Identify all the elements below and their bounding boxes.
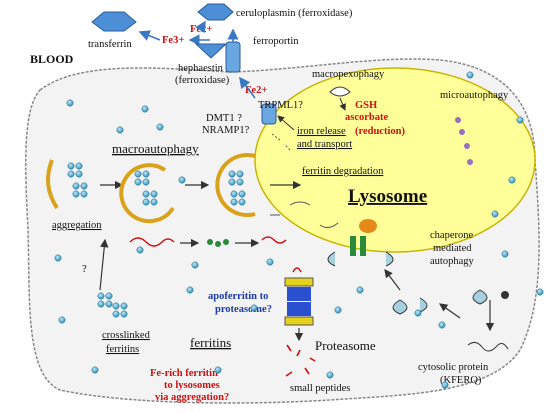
fe-rich-label-2: to lysosomes [164, 380, 220, 391]
gsh-label: GSH [355, 100, 377, 111]
dmt1-label: DMT1 ? [206, 113, 242, 124]
question-mark: ? [82, 264, 87, 275]
macropexophagy-label: macropexophagy [312, 69, 385, 80]
hephaestin-shape [194, 43, 228, 59]
ferroportin-label: ferroportin [253, 36, 299, 47]
blood-label: BLOOD [30, 52, 74, 66]
lysosome-fragments [270, 201, 339, 229]
cytosolic-protein-shape [467, 341, 509, 352]
macropexophagy-shape [329, 86, 351, 97]
microautophagy-label: microautophagy [440, 90, 509, 101]
hsc70-chaperone [472, 289, 509, 305]
aggregation-label: aggregation [52, 220, 102, 231]
apoferritin-label-2: proteasome? [215, 304, 272, 315]
nramp1-label: NRAMP1? [202, 125, 250, 136]
ferritin-aggregate [46, 159, 87, 210]
iron-release-label-2: and transport [297, 139, 352, 150]
iron-release-label-1: iron release [297, 126, 346, 137]
hephaestin-label-2: (ferroxidase) [175, 75, 230, 86]
crosslinked-label-2: ferritins [106, 344, 139, 355]
ferritins-label: ferritins [190, 335, 231, 350]
chaperone-complex [392, 297, 428, 315]
chaperone-label-2: mediated [433, 243, 472, 254]
transferrin-shape [91, 11, 137, 32]
autophagosome [215, 153, 256, 217]
chaperone-label-3: autophagy [430, 256, 474, 267]
ceruloplasmin-shape [197, 3, 234, 21]
ceruloplasmin-label: ceruloplasmin (ferroxidase) [236, 8, 353, 19]
unfolded-ferritin-red [129, 237, 175, 247]
cytosolic-label-2: (KFERQ) [440, 375, 482, 386]
fe3-label: Fe3+ [162, 35, 184, 46]
fe2-mid-label: Fe2+ [245, 85, 267, 96]
fe-rich-label-1: Fe-rich ferritin [150, 368, 218, 379]
hephaestin-label-1: hephaestin [178, 63, 224, 74]
proteasome-label: Proteasome [315, 338, 376, 353]
ferroportin-channel [225, 41, 241, 73]
chaperone-label-1: chaperone [430, 230, 473, 241]
trpml1-label: TRPML1? [258, 100, 303, 111]
ferritin-degradation-label: ferritin degradation [302, 166, 384, 177]
unfolded-ferritin-red-2 [261, 236, 287, 244]
cytosolic-label-1: cytosolic protein [418, 362, 489, 373]
small-peptides-fragments [285, 344, 316, 377]
transferrin-label: transferrin [88, 39, 132, 50]
ubiquitinated-ferritin-green [207, 239, 229, 247]
fe-rich-label-3: via aggregation? [155, 392, 229, 403]
lysosome [254, 67, 536, 253]
macroautophagy-label: macroautophagy [112, 141, 199, 156]
reduction-label: (reduction) [355, 126, 405, 137]
proteasome-shape [284, 267, 314, 326]
dmt1-channel [261, 103, 277, 125]
small-peptides-label: small peptides [290, 383, 350, 394]
apoferritin-label-1: apoferritin to [208, 291, 268, 302]
lamp2a-receptor [327, 219, 394, 267]
crosslinked-label-1: crosslinked [102, 330, 151, 341]
microautophagy-vesicles [455, 117, 473, 165]
phagophore [119, 163, 175, 224]
ascorbate-label: ascorbate [345, 112, 388, 123]
lysosome-label: Lysosome [348, 186, 427, 207]
